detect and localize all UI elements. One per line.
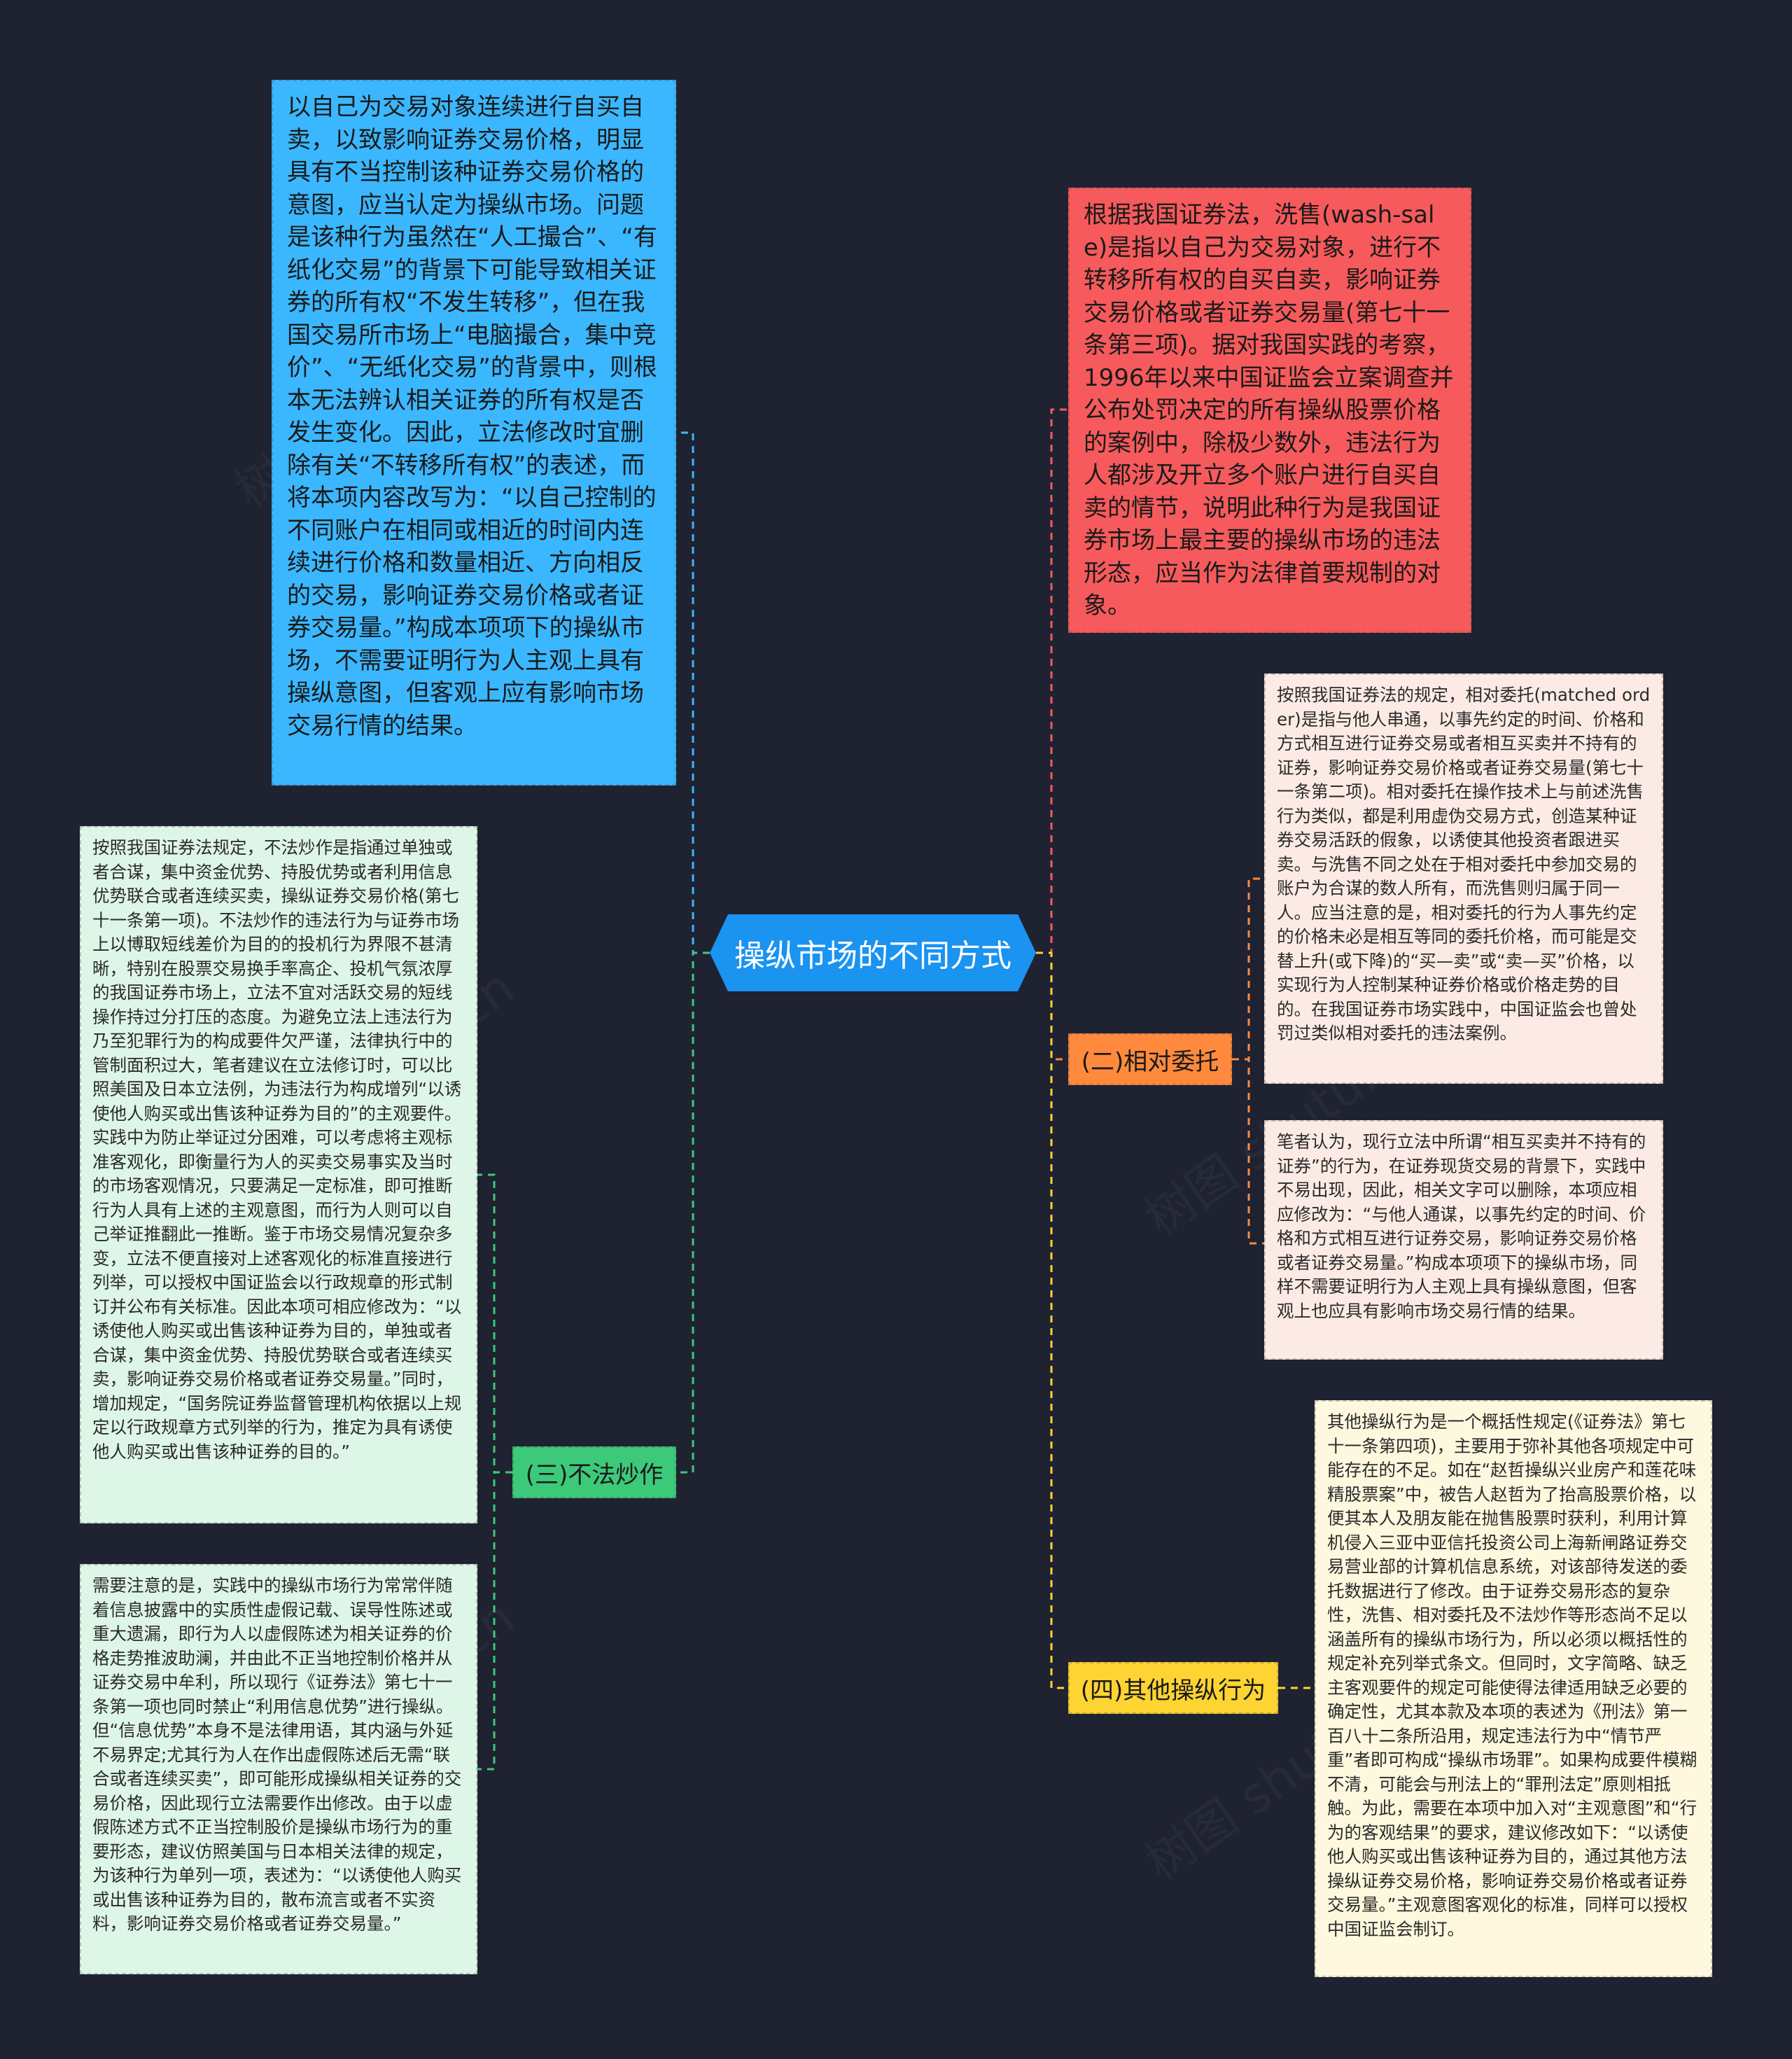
connector-green-child2	[477, 1471, 512, 1771]
note-other-manipulation[interactable]: 其他操纵行为是一个概括性规定(《证券法》第七十一条第四项)，主要用于弥补其他各项…	[1315, 1400, 1712, 1977]
topic-illegal-speculation-label: (三)不法炒作	[525, 1460, 664, 1489]
note-other-manipulation-text: 其他操纵行为是一个概括性规定(《证券法》第七十一条第四项)，主要用于弥补其他各项…	[1327, 1411, 1698, 1939]
note-matched-order-revision[interactable]: 笔者认为，现行立法中所谓“相互买卖并不持有的证券”的行为，在证券现货交易的背景下…	[1264, 1120, 1663, 1360]
topic-other-manipulation[interactable]: (四)其他操纵行为	[1068, 1662, 1278, 1714]
connector-blue	[676, 431, 710, 954]
center-topic[interactable]: 操纵市场的不同方式	[710, 914, 1036, 991]
note-self-trading[interactable]: 以自己为交易对象连续进行自买自卖，以致影响证券交易价格，明显具有不当控制该种证券…	[272, 80, 676, 786]
center-topic-label: 操纵市场的不同方式	[734, 938, 1011, 974]
note-illegal-speculation-disclosure[interactable]: 需要注意的是，实践中的操纵市场行为常常伴随着信息披露中的实质性虚假记载、误导性陈…	[80, 1564, 477, 1974]
connector-yellow	[1036, 951, 1068, 1689]
note-self-trading-text: 以自己为交易对象连续进行自买自卖，以致影响证券交易价格，明显具有不当控制该种证券…	[287, 93, 657, 740]
connector-green-child1	[477, 1173, 512, 1474]
topic-other-manipulation-label: (四)其他操纵行为	[1080, 1676, 1266, 1705]
connector-orange-child2	[1232, 1058, 1264, 1245]
note-matched-order-definition[interactable]: 按照我国证券法的规定，相对委托(matched order)是指与他人串通，以事…	[1264, 673, 1663, 1084]
note-wash-sale[interactable]: 根据我国证券法，洗售(wash-sale)是指以自己为交易对象，进行不转移所有权…	[1068, 188, 1471, 633]
topic-matched-order[interactable]: (二)相对委托	[1068, 1033, 1232, 1085]
note-wash-sale-text: 根据我国证券法，洗售(wash-sale)是指以自己为交易对象，进行不转移所有权…	[1084, 201, 1454, 620]
connector-green	[676, 951, 710, 1474]
note-illegal-speculation-disclosure-text: 需要注意的是，实践中的操纵市场行为常常伴随着信息披露中的实质性虚假记载、误导性陈…	[92, 1575, 462, 1934]
note-illegal-speculation-definition-text: 按照我国证券法规定，不法炒作是指通过单独或者合谋，集中资金优势、持股优势或者利用…	[92, 837, 462, 1462]
note-illegal-speculation-definition[interactable]: 按照我国证券法规定，不法炒作是指通过单独或者合谋，集中资金优势、持股优势或者利用…	[80, 826, 477, 1523]
connector-orange-child1	[1232, 877, 1264, 1061]
connector-red	[1036, 408, 1068, 954]
topic-illegal-speculation[interactable]: (三)不法炒作	[512, 1446, 676, 1498]
note-matched-order-revision-text: 笔者认为，现行立法中所谓“相互买卖并不持有的证券”的行为，在证券现货交易的背景下…	[1277, 1131, 1646, 1321]
note-matched-order-definition-text: 按照我国证券法的规定，相对委托(matched order)是指与他人串通，以事…	[1277, 685, 1651, 1043]
topic-matched-order-label: (二)相对委托	[1081, 1047, 1219, 1076]
